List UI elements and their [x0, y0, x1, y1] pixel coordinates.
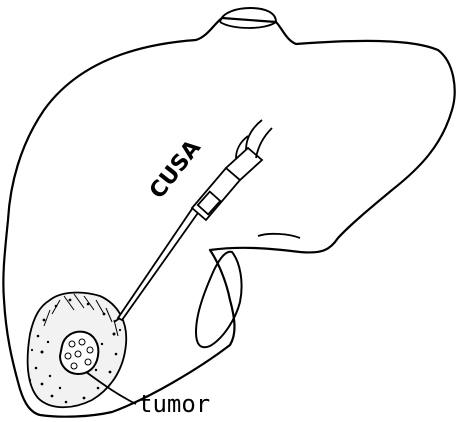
- tumor: [60, 332, 98, 374]
- vena-cava-opening: [220, 22, 276, 28]
- cusa-label: CUSA: [145, 136, 206, 204]
- hilum-curve: [258, 234, 300, 238]
- tumor-label: tumor: [138, 390, 210, 418]
